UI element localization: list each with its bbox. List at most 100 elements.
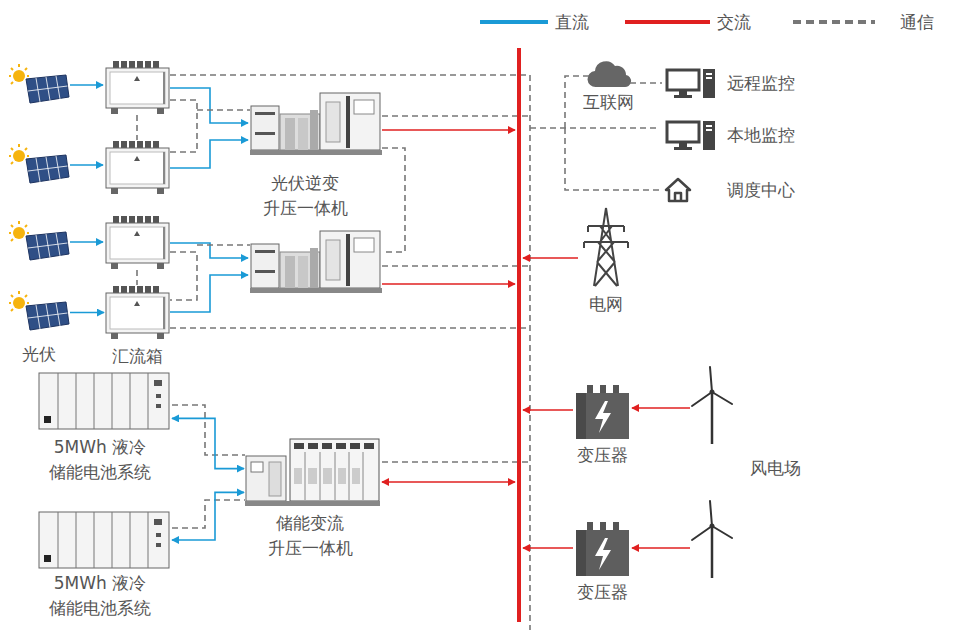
comm-wires-part — [382, 148, 405, 252]
pv-panels-part — [9, 221, 69, 260]
dc-wires-part — [70, 84, 103, 86]
legend-line-sample — [625, 9, 710, 35]
monitoring-icons-part — [587, 61, 631, 87]
dc-wires-part — [170, 88, 248, 123]
pv-inverter-unit: 光伏逆变 升压一体机 — [250, 92, 382, 155]
ac-wires-part — [632, 547, 690, 549]
ac-wires-part — [523, 409, 573, 411]
battery-system: 5MWh 液冷 储能电池系统 — [38, 372, 170, 430]
connector — [70, 312, 104, 314]
transformer: 变压器 — [575, 385, 630, 440]
transformers — [576, 385, 629, 576]
wind-turbines-part — [692, 501, 732, 578]
dc-wires-part — [70, 164, 103, 166]
legend-line-sample — [793, 9, 875, 35]
transformers-part — [576, 385, 629, 439]
comm-wires-part — [136, 115, 138, 140]
transformers-part — [576, 522, 629, 576]
ac-wires — [382, 130, 690, 548]
pcs-unit: 储能变流 升压一体机 — [245, 438, 380, 506]
combiner-boxes-part — [106, 141, 169, 194]
node-label: 远程监控 — [727, 71, 795, 96]
node-label: 变压器 — [577, 580, 628, 605]
dc-wires-part — [170, 275, 248, 312]
monitoring-icons-part — [667, 121, 715, 150]
node-label: 5MWh 液冷 储能电池系统 — [49, 571, 151, 620]
pv-inverter-units — [250, 93, 382, 293]
node-label: 互联网 — [583, 90, 634, 115]
comm-wires-part — [170, 245, 250, 300]
pv-panels — [9, 64, 69, 330]
legend-text: 通信 — [900, 9, 934, 35]
remote-monitor: 远程监控 — [665, 68, 717, 98]
dispatch-center: 调度中心 — [665, 178, 691, 202]
comm-wires-part — [172, 405, 245, 455]
node-label: 5MWh 液冷 储能电池系统 — [49, 435, 151, 484]
dc-wires-part — [70, 241, 103, 243]
connector — [172, 492, 244, 540]
pv-inverter-units-part — [250, 231, 382, 293]
combiner-boxes-part — [106, 286, 169, 339]
comm-wires-part — [170, 100, 250, 152]
comm-wires-part — [136, 270, 138, 285]
comm-wires-part — [565, 76, 660, 190]
storage-units — [39, 373, 380, 568]
comm-wires-part — [382, 461, 530, 463]
legend-text: 直流 — [555, 9, 589, 35]
node-label: 光伏 — [22, 342, 56, 367]
node-label: 储能变流 升压一体机 — [268, 511, 353, 560]
storage-units-part — [39, 373, 169, 429]
transformer: 变压器 — [575, 522, 630, 577]
pv-inverter-units-part — [250, 93, 382, 155]
local-monitor: 本地监控 — [665, 120, 717, 150]
connector — [172, 418, 244, 468]
comm-wires-part — [170, 327, 530, 329]
grid-pylon-part — [584, 208, 628, 286]
connector — [630, 82, 662, 84]
legend-text: 交流 — [717, 9, 751, 35]
comm-wires-part — [530, 127, 660, 129]
ac-wires-part — [523, 547, 573, 549]
comm-wires-part — [382, 115, 530, 117]
pv-panels-part — [9, 64, 69, 103]
wind-farm-label: 风电场 — [750, 456, 801, 481]
internet-cloud: 互联网 — [588, 60, 628, 88]
ac-busbar — [517, 48, 521, 622]
power-grid: 电网 — [580, 208, 632, 286]
combiner-boxes-part — [106, 216, 169, 269]
combiner-boxes-part — [106, 61, 169, 114]
wind-turbines — [692, 367, 732, 578]
monitoring-icons — [587, 61, 715, 201]
ac-wires-part — [382, 129, 515, 131]
comm-wires-part — [382, 265, 530, 267]
pv-panels-part — [9, 291, 69, 330]
legend-line-sample — [480, 9, 548, 35]
storage-units-part — [245, 439, 380, 506]
dc-wires — [70, 85, 248, 312]
combiner-box: 汇流箱 — [105, 285, 170, 340]
legend-line — [625, 20, 710, 24]
ac-wires-part — [382, 481, 515, 483]
battery-system: 5MWh 液冷 储能电池系统 — [38, 510, 170, 570]
legend-line — [793, 20, 875, 24]
ac-wires-part — [523, 257, 578, 259]
comm-wires-part — [172, 500, 245, 528]
ac-wires-part — [382, 283, 515, 285]
grid-pylon — [584, 208, 628, 286]
legend-line — [480, 20, 548, 24]
node-label: 电网 — [589, 292, 623, 317]
pv-panel: 光伏 — [8, 290, 70, 334]
node-label: 本地监控 — [727, 123, 795, 148]
grid-pylon-part — [584, 226, 628, 248]
ac-wires-part — [632, 407, 690, 409]
node-label: 光伏逆变 升压一体机 — [263, 171, 348, 220]
comm-wires-part — [170, 74, 530, 76]
combiner-boxes — [106, 61, 169, 339]
monitoring-icons-part — [666, 179, 690, 201]
node-label: 汇流箱 — [112, 344, 163, 369]
